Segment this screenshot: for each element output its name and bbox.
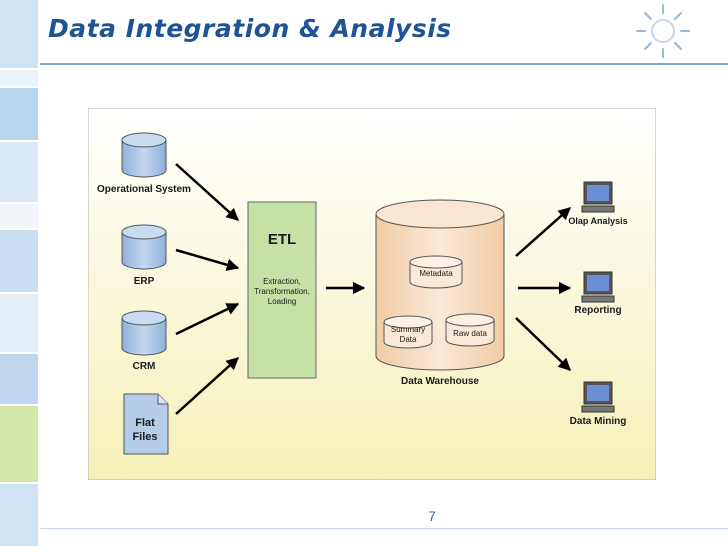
data-warehouse: Metadata Summary Data Raw data Data Ware… bbox=[375, 199, 505, 387]
decorative-tile-column bbox=[0, 0, 40, 546]
arrow bbox=[175, 357, 239, 415]
metadata-label: Metadata bbox=[419, 269, 453, 278]
arrow bbox=[175, 302, 240, 336]
warehouse-label: Data Warehouse bbox=[401, 376, 479, 387]
arrow bbox=[175, 248, 240, 271]
computer-monitor-icon bbox=[581, 181, 615, 213]
raw-data-label: Raw data bbox=[453, 329, 487, 338]
computer-monitor-icon bbox=[581, 381, 615, 413]
output-label: Reporting bbox=[574, 305, 621, 316]
source-crm: CRM bbox=[121, 310, 167, 372]
source-label-line1: Flat bbox=[135, 417, 155, 429]
etl-line2: Transformation, bbox=[254, 287, 310, 296]
arrow bbox=[515, 317, 571, 371]
output-label: Olap Analysis bbox=[568, 216, 627, 226]
source-operational-system: Operational System bbox=[97, 132, 191, 195]
source-label: ERP bbox=[134, 276, 155, 287]
source-label-line2: Files bbox=[132, 431, 157, 443]
arrow bbox=[515, 207, 571, 257]
page-number: 7 bbox=[428, 508, 436, 524]
document-icon bbox=[123, 393, 169, 455]
output-label: Data Mining bbox=[570, 416, 627, 427]
etl-box: ETL Extraction, Transformation, Loading bbox=[247, 201, 317, 379]
etl-line1: Extraction, bbox=[263, 277, 301, 286]
database-cylinder-icon bbox=[121, 310, 167, 356]
warehouse-to-output-arrows bbox=[515, 207, 572, 371]
raw-data-store: Raw data bbox=[445, 313, 495, 347]
summary-label-line1: Summary bbox=[391, 325, 425, 334]
header-divider bbox=[40, 63, 728, 65]
computer-monitor-icon bbox=[581, 271, 615, 303]
sun-logo-icon bbox=[634, 2, 692, 60]
summary-label-line2: Data bbox=[400, 335, 417, 344]
output-reporting: Reporting bbox=[574, 271, 622, 316]
slide-title: Data Integration & Analysis bbox=[48, 14, 452, 43]
etl-title: ETL bbox=[268, 231, 296, 248]
arrow bbox=[175, 163, 239, 221]
source-to-etl-arrows bbox=[175, 163, 240, 415]
output-data-mining: Data Mining bbox=[570, 381, 627, 427]
source-flat-files: Flat Files bbox=[123, 393, 169, 455]
footer-divider bbox=[40, 528, 728, 529]
summary-data-store: Summary Data bbox=[383, 315, 433, 349]
source-label: CRM bbox=[133, 361, 156, 372]
etl-line3: Loading bbox=[268, 297, 296, 306]
output-olap-analysis: Olap Analysis bbox=[568, 181, 628, 226]
metadata-store: Metadata bbox=[409, 255, 463, 289]
database-cylinder-icon bbox=[121, 224, 167, 270]
database-cylinder-icon bbox=[121, 132, 167, 178]
source-erp: ERP bbox=[121, 224, 167, 287]
source-label: Operational System bbox=[97, 184, 191, 195]
data-integration-diagram: Operational System ERP CRM Flat Files bbox=[88, 108, 656, 480]
